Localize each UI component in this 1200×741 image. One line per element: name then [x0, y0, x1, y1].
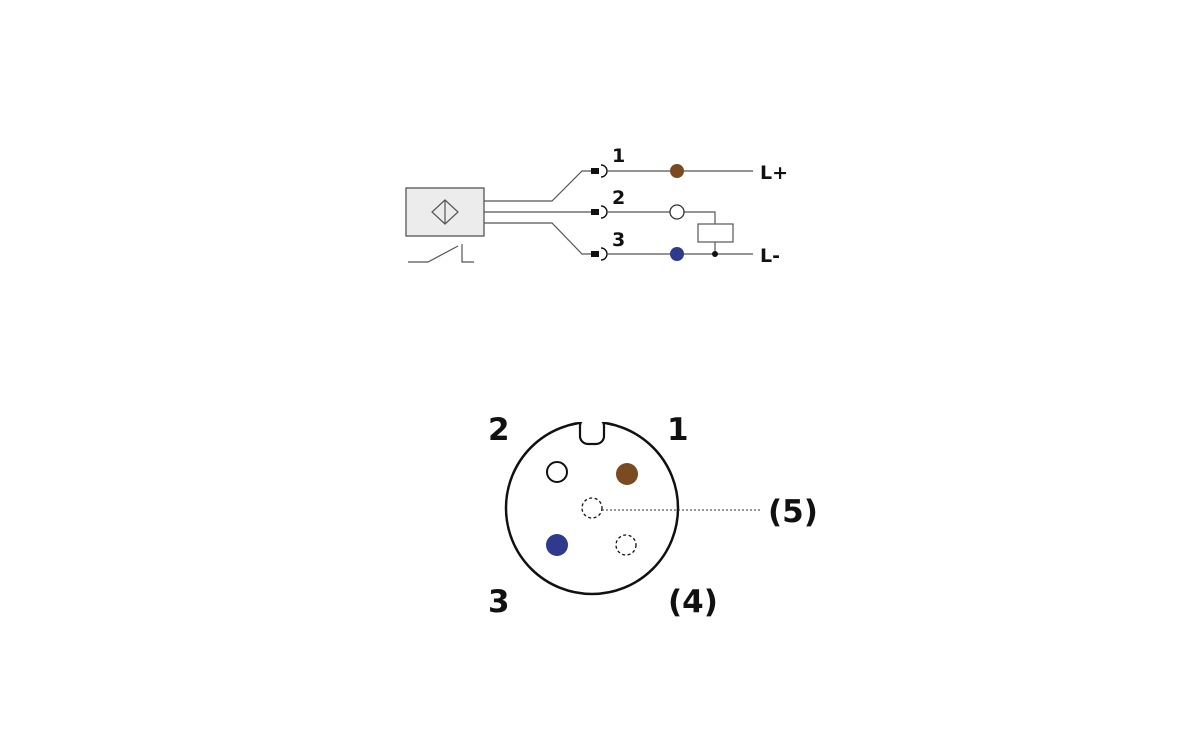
connector-label-2: 2: [488, 412, 510, 448]
connector-outline: [504, 420, 680, 596]
connector-label-1: 1: [667, 412, 689, 448]
lead-wire-1: [484, 170, 594, 202]
connector-face-view: 2 1 3 (4) (5): [488, 412, 818, 620]
connector-pin-3: [546, 534, 568, 556]
pin-number-1: 1: [612, 145, 625, 167]
wire-color-dot-1: [670, 164, 684, 178]
wiring-schematic: 1 2 3 L+ L-: [405, 145, 788, 267]
wire-color-dot-3: [670, 247, 684, 261]
load-box: [697, 223, 734, 243]
switch-contact-icon: [408, 244, 474, 263]
sensor-symbol-icon: [431, 199, 459, 225]
connector-symbol-1: [591, 164, 608, 178]
connector-pin-4: [615, 534, 637, 556]
supply-positive-label: L+: [760, 162, 788, 184]
connector-label-5: (5): [768, 494, 818, 530]
connector-pin-5: [581, 497, 603, 519]
connector-pin-2: [546, 461, 568, 483]
connector-pin-1: [616, 463, 638, 485]
pin-number-2: 2: [612, 187, 625, 209]
supply-negative-label: L-: [760, 245, 780, 267]
connector-label-3: 3: [488, 584, 510, 620]
junction-dot: [712, 251, 718, 257]
pin-number-3: 3: [612, 229, 625, 251]
connector-label-4: (4): [668, 584, 718, 620]
connector-symbol-2: [591, 205, 608, 219]
connector-symbol-3: [591, 247, 608, 261]
lead-wire-3: [484, 222, 594, 255]
wire-color-dot-2: [669, 204, 685, 220]
output-wire-2: [607, 211, 716, 224]
